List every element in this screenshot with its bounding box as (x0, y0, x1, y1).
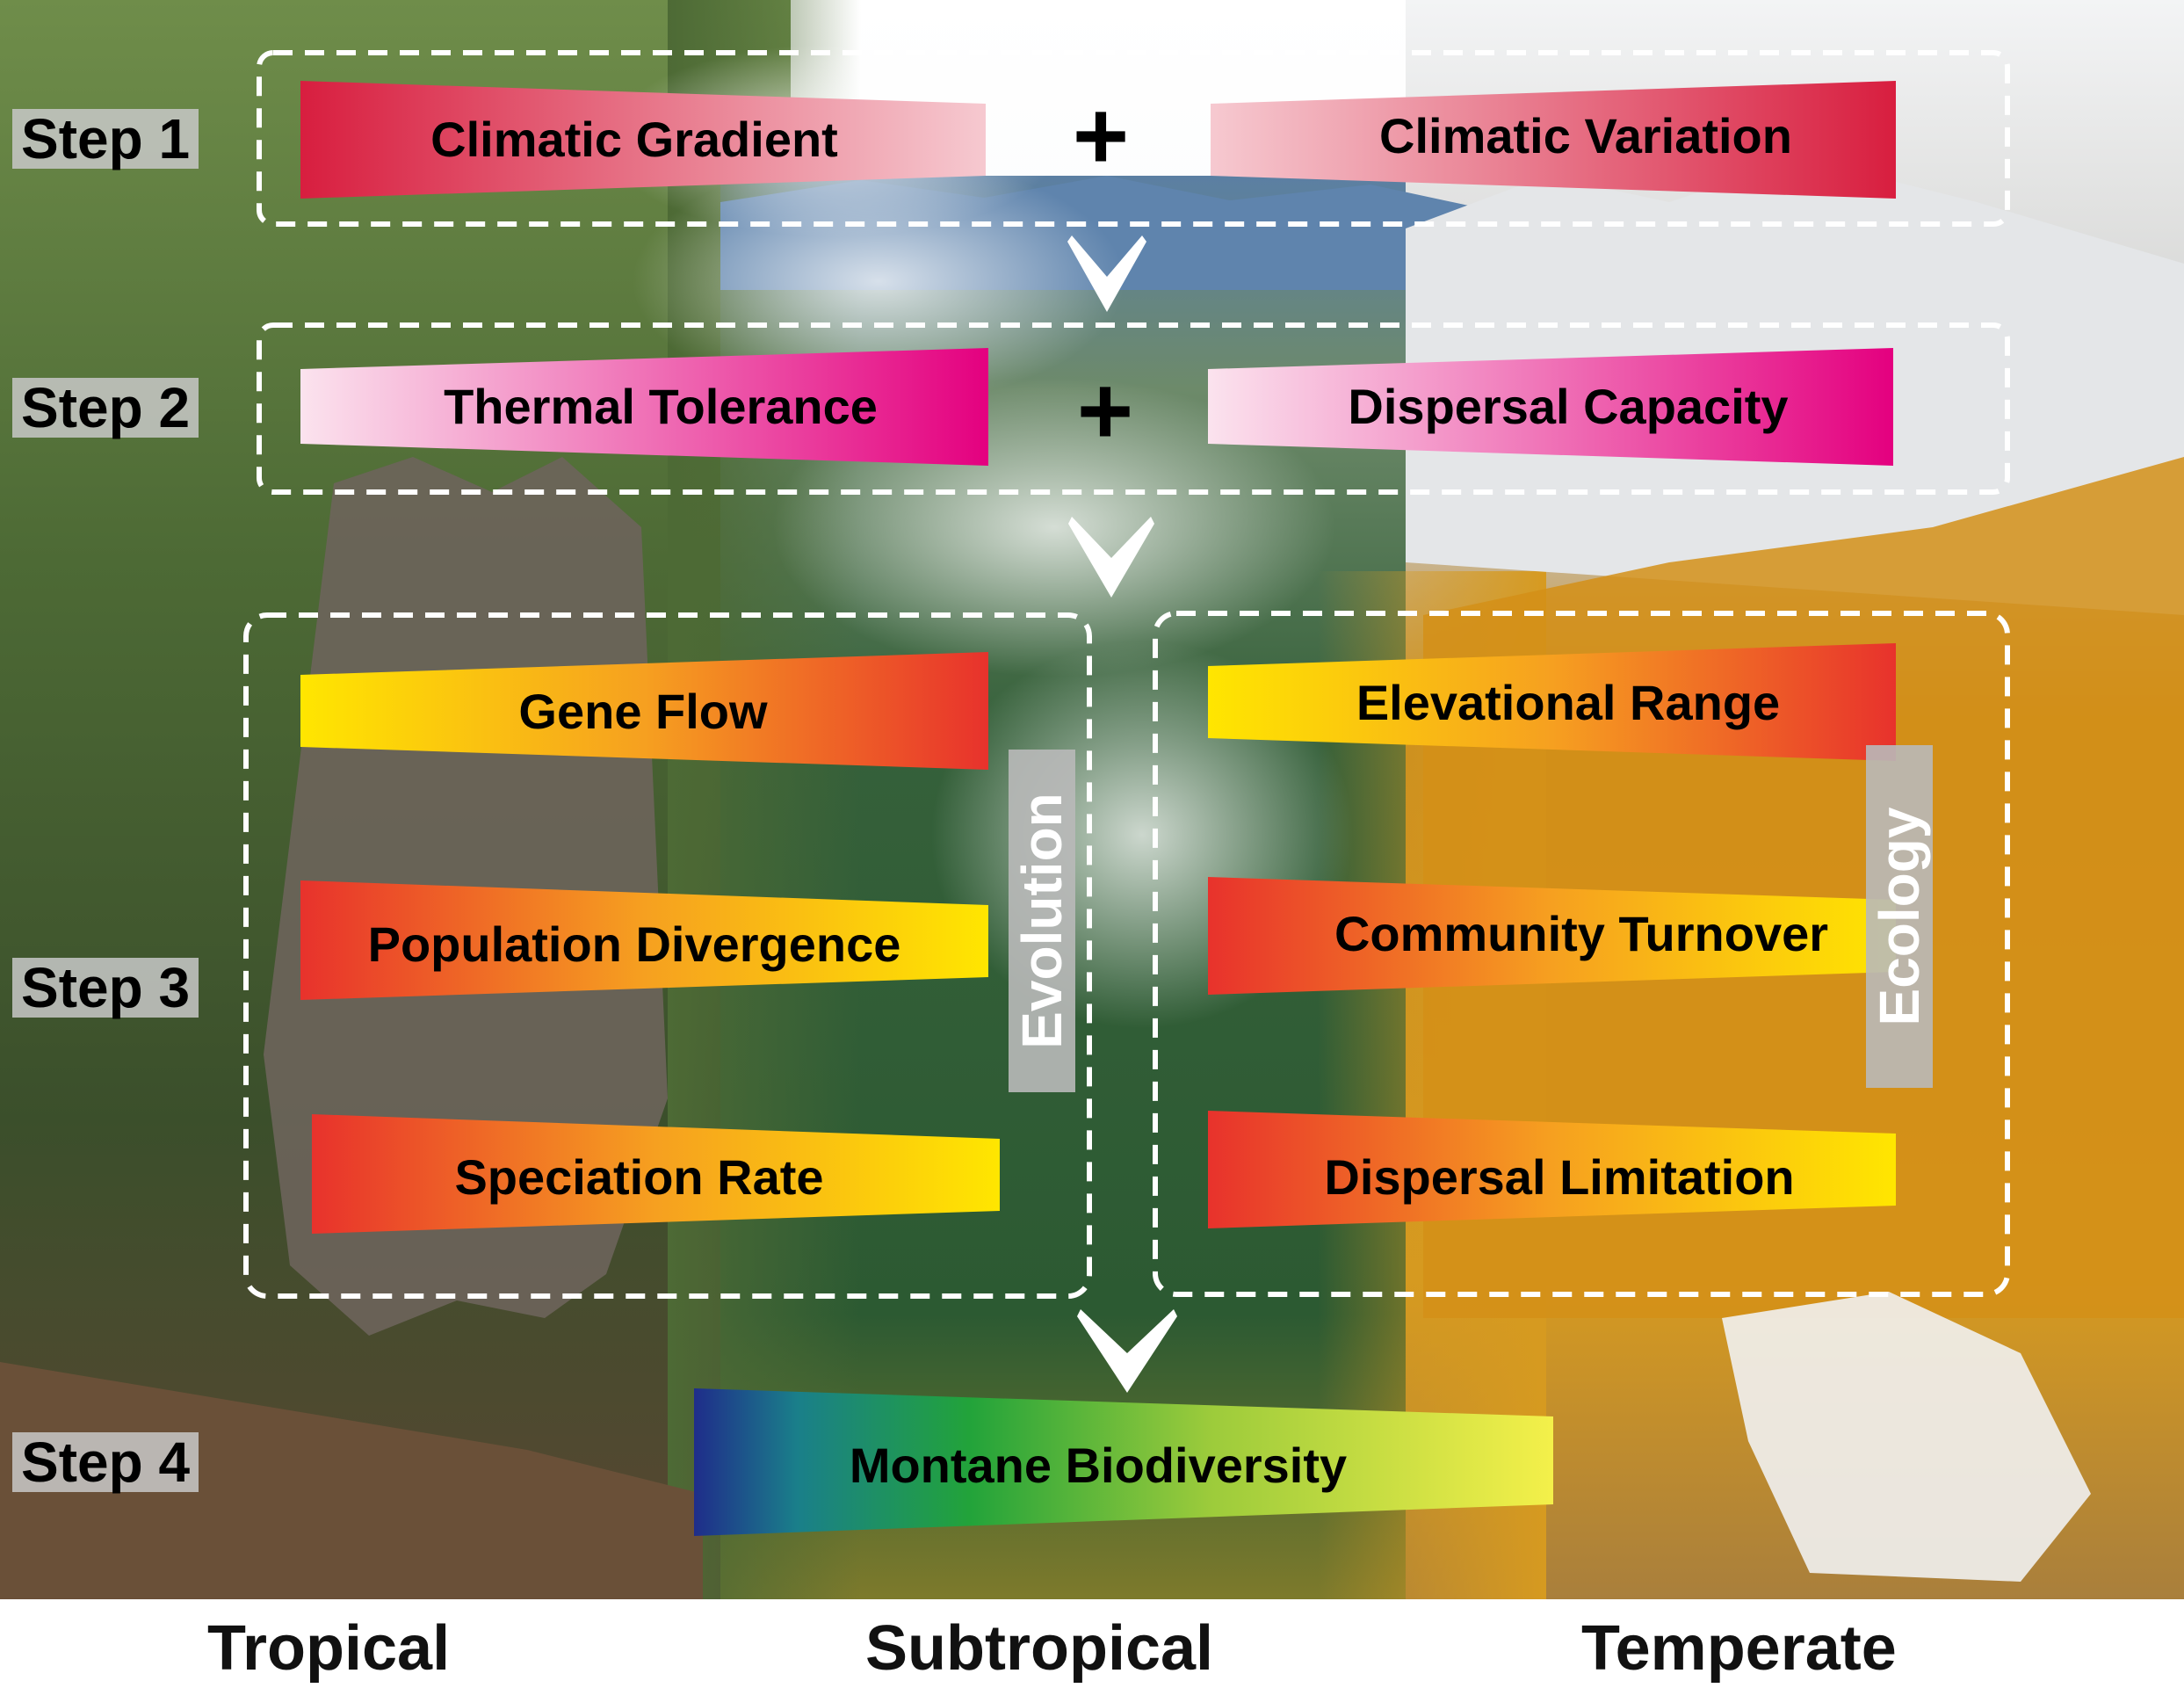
step1-frame (257, 50, 2010, 227)
elevational-range-banner (1208, 643, 1896, 761)
dispersal-limitation-banner (1208, 1111, 1896, 1228)
forest-floor (0, 1362, 703, 1599)
community-turnover-banner (1208, 877, 1896, 995)
down-arrow-icon (1077, 1309, 1177, 1393)
zone-temperate-label: Temperate (1581, 1613, 1897, 1684)
evolution-frame (243, 612, 1092, 1299)
diagram-scene (0, 0, 2184, 1599)
dispersal-capacity-banner (1208, 348, 1893, 466)
population-divergence-banner (300, 880, 988, 1000)
step2-frame (257, 322, 2010, 495)
zone-tropical-label: Tropical (207, 1613, 451, 1684)
speciation-rate-banner (312, 1114, 1000, 1234)
montane-biodiversity-banner (694, 1388, 1553, 1536)
zone-subtropical-label: Subtropical (865, 1613, 1214, 1684)
down-arrow-icon (1068, 517, 1154, 598)
gene-flow-banner (300, 652, 988, 770)
down-arrow-icon (1067, 235, 1146, 312)
snow-patch (1722, 1292, 2091, 1582)
thermal-tolerance-banner (300, 348, 988, 466)
climatic-gradient-banner (300, 81, 986, 199)
climatic-variation-banner (1211, 81, 1896, 199)
